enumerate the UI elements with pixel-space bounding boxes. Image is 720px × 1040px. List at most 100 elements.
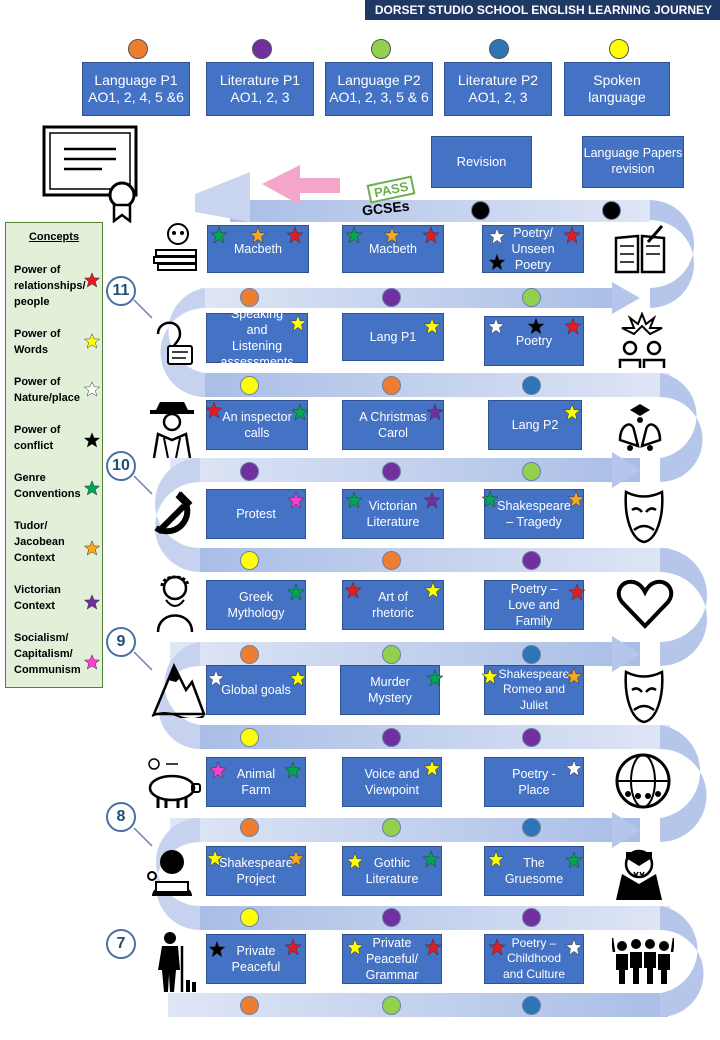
- legend-spoken: Spoken language: [564, 62, 670, 116]
- dot-literature-p1: [240, 462, 259, 481]
- legend-dot-spoken: [609, 39, 629, 59]
- dot-literature-p2: [522, 818, 541, 837]
- dot-language-p2: [382, 645, 401, 664]
- legend-dot-language-p1: [128, 39, 148, 59]
- concept-tudor: Tudor/ Jacobean Context: [14, 520, 65, 564]
- node-inspector-calls: An inspector calls: [206, 400, 308, 450]
- node-shakespeare-tragedy: Shakespeare – Tragedy: [484, 489, 584, 539]
- open-book-icon: [614, 225, 666, 274]
- ear-speech-icon: [156, 321, 193, 365]
- pig-icon: [148, 758, 201, 808]
- dot-language-p2: [522, 462, 541, 481]
- node-private-peaceful-grammar: Private Peaceful/ Grammar: [342, 934, 442, 984]
- node-murder-mystery: Murder Mystery: [340, 665, 440, 715]
- conflict-people-icon: [618, 312, 666, 368]
- dot-spoken: [240, 551, 259, 570]
- concept-nature: Power of Nature/place: [14, 376, 81, 404]
- certificate-icon: [42, 125, 138, 223]
- dot-literature-p1: [382, 288, 401, 307]
- concept-relationships: Power of relationships/ people: [14, 264, 86, 308]
- concept-conflict: Power of conflict: [14, 424, 61, 452]
- node-poetry-place: Poetry - Place: [484, 757, 584, 807]
- star-relationships-icon: [84, 272, 100, 288]
- dot-spoken: [240, 728, 259, 747]
- dot-literature-p2: [522, 996, 541, 1015]
- sad-mask-icon: [624, 490, 664, 544]
- concept-words: Power of Words: [14, 328, 61, 356]
- dot-language-p2: [382, 818, 401, 837]
- dot-literature-p1: [382, 462, 401, 481]
- heart-icon: [616, 579, 674, 629]
- vampire-icon: [616, 849, 662, 900]
- dot-language-p2: [382, 996, 401, 1015]
- dot-language-p1: [240, 996, 259, 1015]
- dot-spoken: [240, 376, 259, 395]
- dot-literature-p1: [522, 908, 541, 927]
- greek-bust-icon: [156, 575, 194, 633]
- concept-victorian: Victorian Context: [14, 584, 61, 612]
- sad-mask-icon: [624, 670, 664, 724]
- star-socialism-icon: [84, 654, 100, 670]
- node-gothic-literature: Gothic Literature: [342, 846, 442, 896]
- legend-dot-language-p2: [371, 39, 391, 59]
- dot-language-p1: [240, 645, 259, 664]
- node-protest: Protest: [206, 489, 306, 539]
- legend-literature-p2: Literature P2 AO1, 2, 3: [444, 62, 552, 116]
- star-tudor-icon: [84, 540, 100, 556]
- dot-black: [602, 201, 621, 220]
- year-11-badge: 11: [106, 276, 136, 306]
- star-nature-icon: [84, 381, 100, 397]
- dot-language-p1: [382, 551, 401, 570]
- dot-language-p1: [240, 288, 259, 307]
- dot-literature-p1: [522, 551, 541, 570]
- node-the-gruesome: The Gruesome: [484, 846, 584, 896]
- revision-box: Revision: [431, 136, 532, 188]
- node-global-goals: Global goals: [206, 665, 306, 715]
- star-genre-icon: [84, 480, 100, 496]
- legend-language-p2: Language P2 AO1, 2, 3, 5 & 6: [325, 62, 433, 116]
- year-7-badge: 7: [106, 929, 136, 959]
- children-icon: [612, 937, 674, 984]
- dot-language-p1: [382, 376, 401, 395]
- hammer-sickle-icon: [154, 491, 193, 535]
- dot-literature-p2: [522, 376, 541, 395]
- dot-literature-p1: [522, 728, 541, 747]
- node-poetry-childhood-culture: Poetry – Childhood and Culture: [484, 934, 584, 984]
- page-title: DORSET STUDIO SCHOOL ENGLISH LEARNING JO…: [365, 0, 720, 20]
- skull-books-icon: [153, 223, 197, 271]
- node-romeo-juliet: Shakespeare Romeo and Juliet: [484, 665, 584, 715]
- dot-literature-p2: [522, 645, 541, 664]
- globe-people-icon: [615, 753, 671, 809]
- dot-language-p1: [240, 818, 259, 837]
- reader-icon: [147, 850, 192, 896]
- dot-literature-p1: [382, 728, 401, 747]
- legend-language-p1: Language P1 AO1, 2, 4, 5 &6: [82, 62, 190, 116]
- language-papers-revision-box: Language Papers revision: [582, 136, 684, 188]
- concept-genre: Genre Conventions: [14, 472, 81, 500]
- node-voice-viewpoint: Voice and Viewpoint: [342, 757, 442, 807]
- soldier-icon: [158, 932, 196, 992]
- dot-literature-p1: [382, 908, 401, 927]
- mountain-icon: [151, 662, 206, 718]
- node-poetry-unseen: Poetry/ Unseen Poetry: [482, 225, 584, 273]
- node-lang-p1: Lang P1: [342, 313, 444, 361]
- node-christmas-carol: A Christmas Carol: [342, 400, 444, 450]
- dot-spoken: [240, 908, 259, 927]
- node-private-peaceful: Private Peaceful: [206, 934, 306, 984]
- year-10-badge: 10: [106, 451, 136, 481]
- dot-black: [471, 201, 490, 220]
- dot-language-p2: [522, 288, 541, 307]
- bells-holly-icon: [618, 404, 662, 451]
- legend-dot-literature-p1: [252, 39, 272, 59]
- star-conflict-icon: [84, 432, 100, 448]
- node-shakespeare-project: Shakespeare Project: [206, 846, 306, 896]
- node-victorian-literature: Victorian Literature: [342, 489, 444, 539]
- legend-literature-p1: Literature P1 AO1, 2, 3: [206, 62, 314, 116]
- detective-icon: [150, 402, 194, 458]
- node-lang-p2: Lang P2: [488, 400, 582, 450]
- concepts-panel: Concepts Power of relationships/ people …: [5, 222, 103, 688]
- year-8-badge: 8: [106, 802, 136, 832]
- node-greek-mythology: Greek Mythology: [206, 580, 306, 630]
- concept-socialism: Socialism/ Capitalism/ Communism: [14, 632, 81, 676]
